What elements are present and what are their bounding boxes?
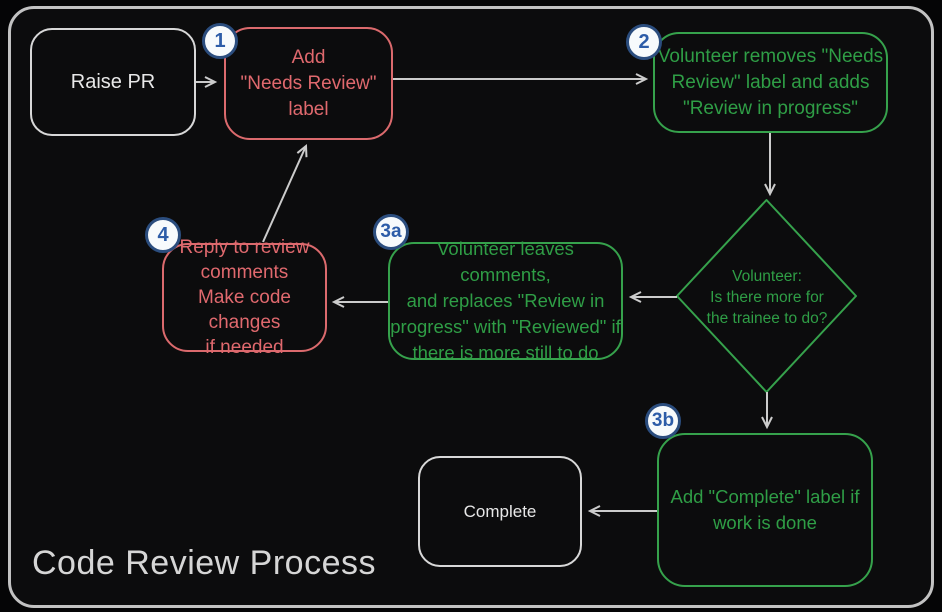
step4-badge: 4 [145, 217, 181, 253]
node-step4-line: comments [200, 262, 289, 283]
node-decision-line: Is there more for [710, 288, 824, 306]
arrow-step4-to-step1 [262, 143, 308, 243]
node-step3a-line: progress" with "Reviewed" if [390, 316, 621, 337]
node-raise-pr-label: Raise PR [70, 71, 156, 93]
node-step3b-line: Add "Complete" label if [670, 486, 860, 507]
node-complete: Complete [418, 456, 582, 567]
node-decision-line: the trainee to do? [706, 309, 828, 327]
node-decision: Volunteer: Is there more for the trainee… [676, 238, 858, 356]
diagram-title: Code Review Process [32, 544, 376, 582]
node-step4-line: Make code changes [198, 287, 291, 333]
node-step2: Volunteer removes "Needs Review" label a… [653, 32, 888, 133]
node-step3a-line: Volunteer leaves comments, [437, 238, 574, 285]
step2-badge: 2 [626, 24, 662, 60]
node-step1: Add "Needs Review" label [224, 27, 393, 140]
node-step4-line: if needed [205, 337, 284, 358]
node-step3a: Volunteer leaves comments, and replaces … [388, 238, 623, 363]
node-complete-label: Complete [463, 501, 537, 521]
node-step1-line: Add [291, 46, 326, 68]
node-step1-line: label [288, 98, 329, 120]
step3a-badge: 3a [373, 214, 409, 250]
node-step3b-line: work is done [713, 512, 817, 533]
node-step3a-line: and replaces "Review in [406, 290, 605, 311]
node-step3a-line: there is more still to do [412, 342, 599, 363]
step1-badge: 1 [202, 23, 238, 59]
node-step2-line: "Review in progress" [682, 97, 859, 119]
node-step2-line: Volunteer removes "Needs [657, 45, 884, 67]
node-step4: Reply to review comments Make code chang… [162, 237, 327, 358]
node-raise-pr: Raise PR [30, 28, 196, 136]
node-step3b: Add "Complete" label if work is done [657, 433, 873, 587]
node-step2-line: Review" label and adds [671, 71, 870, 93]
node-step4-line: Reply to review [179, 237, 310, 258]
step3b-badge: 3b [645, 403, 681, 439]
node-decision-line: Volunteer: [732, 267, 802, 285]
node-step1-line: "Needs Review" [240, 72, 377, 94]
